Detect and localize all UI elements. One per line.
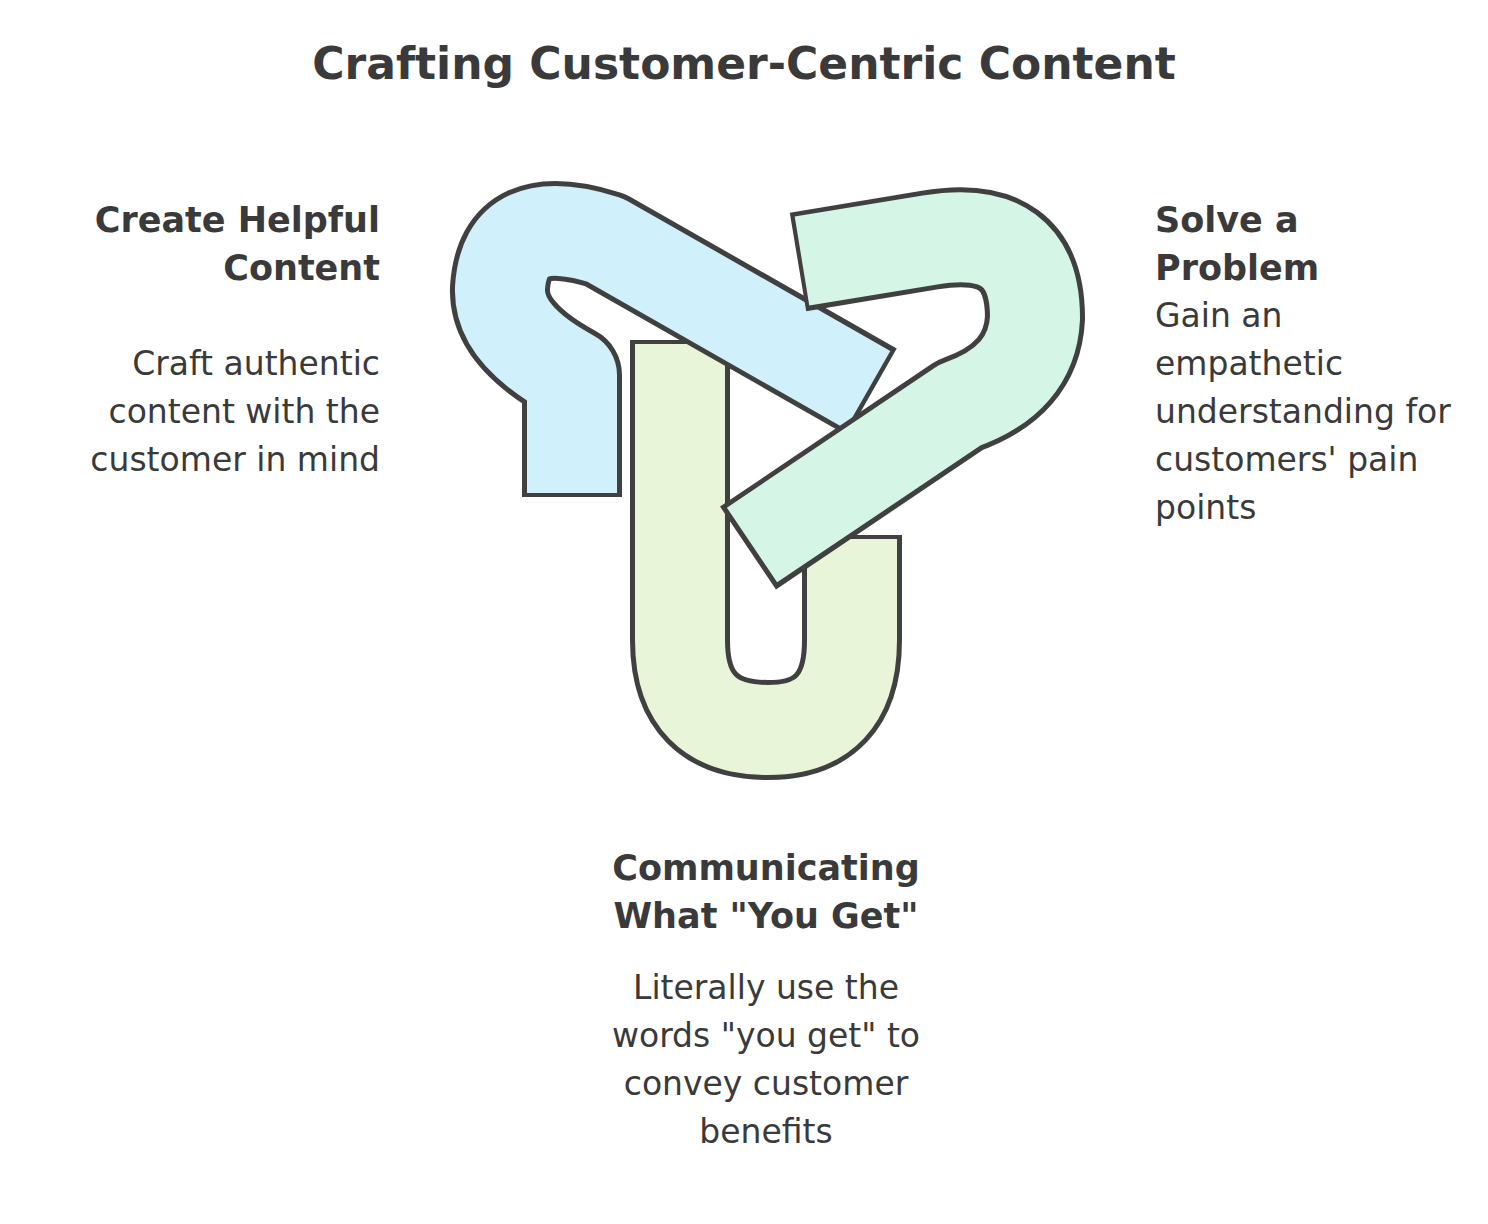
section-heading: Communicating What "You Get": [566, 844, 966, 940]
diagram-title: Crafting Customer-Centric Content: [0, 34, 1488, 94]
text-group: Solve a ProblemGain an empathetic unders…: [1155, 196, 1460, 532]
band-green: [752, 237, 1035, 545]
text-group: Create Helpful ContentCraft authentic co…: [18, 196, 380, 484]
section-heading: Solve a Problem: [1155, 196, 1460, 292]
section-body: Gain an empathetic understanding for cus…: [1155, 292, 1460, 532]
section-body: Literally use the words "you get" to con…: [596, 964, 936, 1156]
text-group: Communicating What "You Get" Literally us…: [566, 844, 966, 1156]
section-heading: Create Helpful Content: [18, 196, 380, 292]
band-outline: [748, 237, 1035, 548]
section-body: Craft authentic content with the custome…: [18, 340, 380, 484]
